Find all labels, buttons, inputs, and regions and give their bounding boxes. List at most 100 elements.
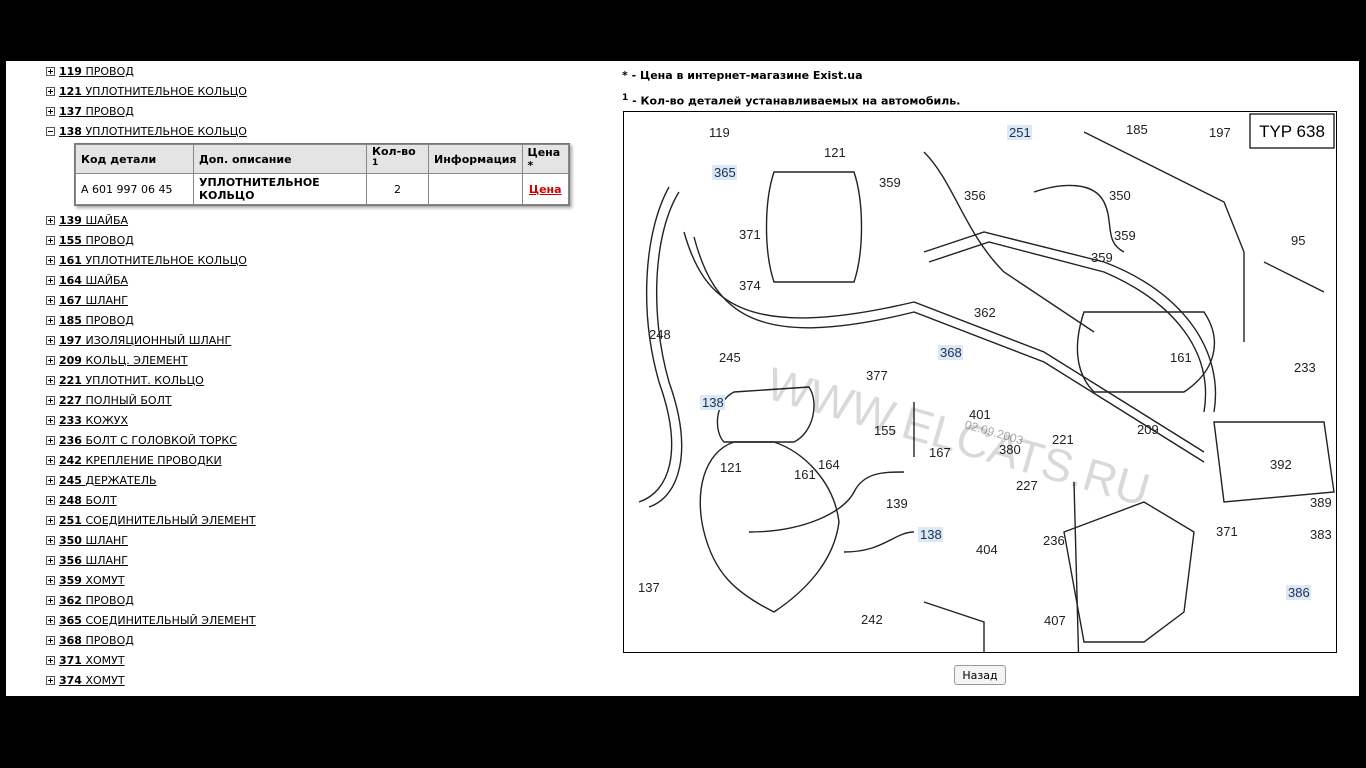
diagram-callout[interactable]: 245 <box>719 350 741 365</box>
part-row[interactable]: 236 БОЛТ С ГОЛОВКОЙ ТОРКС <box>46 430 606 450</box>
diagram-callout[interactable]: 197 <box>1209 125 1231 140</box>
diagram-callout[interactable]: 164 <box>818 457 840 472</box>
diagram-callout[interactable]: 161 <box>794 467 816 482</box>
expand-icon[interactable] <box>46 66 55 76</box>
diagram-callout[interactable]: 359 <box>1114 228 1136 243</box>
expand-icon[interactable] <box>46 435 55 445</box>
scrollbar[interactable] <box>1347 61 1359 696</box>
diagram-callout[interactable]: 121 <box>720 460 742 475</box>
part-link[interactable]: 185 ПРОВОД <box>59 313 134 327</box>
expand-icon[interactable] <box>46 595 55 605</box>
part-row[interactable]: 245 ДЕРЖАТЕЛЬ <box>46 470 606 490</box>
part-row[interactable]: 233 КОЖУХ <box>46 410 606 430</box>
part-row[interactable]: 365 СОЕДИНИТЕЛЬНЫЙ ЭЛЕМЕНТ <box>46 610 606 630</box>
part-link[interactable]: 139 ШАЙБА <box>59 213 129 227</box>
expand-icon[interactable] <box>46 275 55 285</box>
diagram-callout[interactable]: 139 <box>886 496 908 511</box>
part-row[interactable]: 242 КРЕПЛЕНИЕ ПРОВОДКИ <box>46 450 606 470</box>
part-link[interactable]: 350 ШЛАНГ <box>59 533 129 547</box>
part-row[interactable]: 377 ХОМУТ <box>46 690 606 696</box>
expand-icon[interactable] <box>46 335 55 345</box>
diagram-callout[interactable]: 251 <box>1009 125 1031 140</box>
expand-icon[interactable] <box>46 295 55 305</box>
part-link[interactable]: 155 ПРОВОД <box>59 233 134 247</box>
diagram-callout[interactable]: 185 <box>1126 122 1148 137</box>
part-row[interactable]: 137 ПРОВОД <box>46 101 606 121</box>
collapse-icon[interactable] <box>46 126 55 136</box>
part-row[interactable]: 197 ИЗОЛЯЦИОННЫЙ ШЛАНГ <box>46 330 606 350</box>
diagram-callout[interactable]: 350 <box>1109 188 1131 203</box>
part-row[interactable]: 164 ШАЙБА <box>46 270 606 290</box>
diagram-callout[interactable]: 401 <box>969 407 991 422</box>
part-link[interactable]: 368 ПРОВОД <box>59 633 134 647</box>
part-link[interactable]: 119 ПРОВОД <box>59 64 134 78</box>
expand-icon[interactable] <box>46 355 55 365</box>
expand-icon[interactable] <box>46 495 55 505</box>
diagram-callout[interactable]: 227 <box>1016 478 1038 493</box>
part-link[interactable]: 138 УПЛОТНИТЕЛЬНОЕ КОЛЬЦО <box>59 124 247 138</box>
expand-icon[interactable] <box>46 575 55 585</box>
expand-icon[interactable] <box>46 675 55 685</box>
diagram-callout[interactable]: 356 <box>964 188 986 203</box>
expand-icon[interactable] <box>46 106 55 116</box>
part-link[interactable]: 248 БОЛТ <box>59 493 117 507</box>
part-link[interactable]: 377 ХОМУТ <box>59 694 125 697</box>
part-link[interactable]: 242 КРЕПЛЕНИЕ ПРОВОДКИ <box>59 453 222 467</box>
diagram-callout[interactable]: 119 <box>709 125 730 140</box>
diagram-callout[interactable]: 368 <box>940 345 962 360</box>
expand-icon[interactable] <box>46 555 55 565</box>
expand-icon[interactable] <box>46 475 55 485</box>
diagram-callout[interactable]: 167 <box>929 445 951 460</box>
expand-icon[interactable] <box>46 86 55 96</box>
part-link[interactable]: 356 ШЛАНГ <box>59 553 129 567</box>
part-row[interactable]: 185 ПРОВОД <box>46 310 606 330</box>
diagram-callout[interactable]: 233 <box>1294 360 1316 375</box>
expand-icon[interactable] <box>46 655 55 665</box>
expand-icon[interactable] <box>46 315 55 325</box>
part-row[interactable]: 251 СОЕДИНИТЕЛЬНЫЙ ЭЛЕМЕНТ <box>46 510 606 530</box>
part-row[interactable]: 161 УПЛОТНИТЕЛЬНОЕ КОЛЬЦО <box>46 250 606 270</box>
diagram-callout[interactable]: 221 <box>1052 432 1074 447</box>
diagram-callout[interactable]: 121 <box>824 145 846 160</box>
expand-icon[interactable] <box>46 235 55 245</box>
part-link[interactable]: 167 ШЛАНГ <box>59 293 129 307</box>
expand-icon[interactable] <box>46 535 55 545</box>
part-link[interactable]: 121 УПЛОТНИТЕЛЬНОЕ КОЛЬЦО <box>59 84 247 98</box>
diagram-callout[interactable]: 377 <box>866 368 888 383</box>
expanded-part-row[interactable]: 138 УПЛОТНИТЕЛЬНОЕ КОЛЬЦО <box>46 121 606 141</box>
diagram-callout[interactable]: 371 <box>1216 524 1238 539</box>
diagram-callout[interactable]: 404 <box>976 542 998 557</box>
part-row[interactable]: 248 БОЛТ <box>46 490 606 510</box>
part-row[interactable]: 155 ПРОВОД <box>46 230 606 250</box>
expand-icon[interactable] <box>46 255 55 265</box>
diagram-callout[interactable]: 380 <box>999 442 1021 457</box>
diagram-callout[interactable]: 242 <box>861 612 883 627</box>
expand-icon[interactable] <box>46 415 55 425</box>
part-link[interactable]: 359 ХОМУТ <box>59 573 125 587</box>
part-link[interactable]: 209 КОЛЬЦ. ЭЛЕМЕНТ <box>59 353 188 367</box>
part-row[interactable]: 167 ШЛАНГ <box>46 290 606 310</box>
diagram-callout[interactable]: 392 <box>1270 457 1292 472</box>
part-row[interactable]: 139 ШАЙБА <box>46 210 606 230</box>
part-link[interactable]: 161 УПЛОТНИТЕЛЬНОЕ КОЛЬЦО <box>59 253 247 267</box>
part-link[interactable]: 236 БОЛТ С ГОЛОВКОЙ ТОРКС <box>59 433 237 447</box>
expand-icon[interactable] <box>46 615 55 625</box>
diagram-callout[interactable]: 359 <box>1091 250 1113 265</box>
part-link[interactable]: 365 СОЕДИНИТЕЛЬНЫЙ ЭЛЕМЕНТ <box>59 613 256 627</box>
back-button[interactable]: Назад <box>954 665 1006 685</box>
expand-icon[interactable] <box>46 455 55 465</box>
part-link[interactable]: 227 ПОЛНЫЙ БОЛТ <box>59 393 172 407</box>
diagram-callout[interactable]: 389 <box>1310 495 1332 510</box>
diagram-callout[interactable]: 95 <box>1291 233 1305 248</box>
part-row[interactable]: 371 ХОМУТ <box>46 650 606 670</box>
part-row[interactable]: 359 ХОМУТ <box>46 570 606 590</box>
part-row[interactable]: 368 ПРОВОД <box>46 630 606 650</box>
diagram-callout[interactable]: 236 <box>1043 533 1065 548</box>
diagram-callout[interactable]: 365 <box>714 165 736 180</box>
part-link[interactable]: 137 ПРОВОД <box>59 104 134 118</box>
part-row[interactable]: 119 ПРОВОД <box>46 61 606 81</box>
diagram-callout[interactable]: 155 <box>874 423 896 438</box>
part-row[interactable]: 227 ПОЛНЫЙ БОЛТ <box>46 390 606 410</box>
part-row[interactable]: 221 УПЛОТНИТ. КОЛЬЦО <box>46 370 606 390</box>
part-link[interactable]: 245 ДЕРЖАТЕЛЬ <box>59 473 157 487</box>
